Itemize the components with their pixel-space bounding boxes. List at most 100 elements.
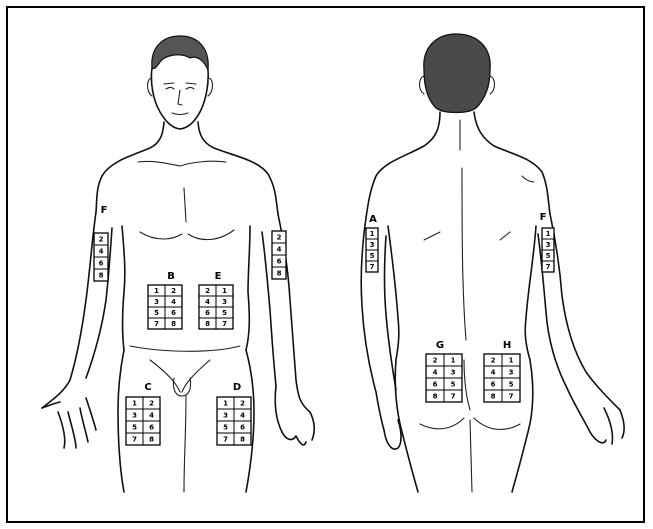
back-torso-left	[388, 226, 399, 360]
zone-cell-number: 7	[132, 436, 137, 444]
zone-letter: F	[101, 205, 108, 216]
front-waist	[130, 346, 240, 351]
zone-cell-number: 1	[154, 287, 159, 295]
zone-cell-number: 4	[205, 298, 210, 306]
zone-cell-number: 3	[154, 298, 159, 306]
zone-cell-number: 2	[433, 357, 438, 365]
zone-cell-number: 4	[491, 369, 496, 377]
zone-cell-number: 3	[223, 412, 228, 420]
zone-cell-number: 2	[171, 287, 176, 295]
zone-cell-number: 5	[546, 252, 551, 260]
zone-cell-number: 8	[99, 272, 104, 280]
zone-cell-number: 1	[223, 400, 228, 408]
zone-cell-number: 8	[277, 270, 282, 278]
zone-cell-number: 5	[132, 424, 137, 432]
zone-front-thigh-left: 1 2 3 4 5 6 7 8 C	[126, 382, 160, 445]
zone-cell-number: 7	[154, 320, 159, 328]
zone-cell-number: 4	[240, 412, 245, 420]
zone-cell-number: 1	[509, 357, 514, 365]
back-neck-left	[366, 112, 440, 218]
front-chest	[138, 161, 234, 239]
zone-cell-number: 1	[370, 230, 375, 238]
zone-cell-number: 4	[277, 246, 282, 254]
back-torso-right	[525, 226, 536, 360]
zone-cell-number: 5	[370, 252, 375, 260]
zone-cell-number: 8	[240, 436, 245, 444]
front-torso-right	[246, 226, 250, 350]
zone-cell-number: 1	[451, 357, 456, 365]
zone-back-buttock-right: 2 1 4 3 6 5 8 7 H	[484, 340, 520, 402]
zone-cell-number: 6	[491, 381, 496, 389]
zone-front-left-arm: 2 4 6 8 F	[101, 205, 286, 279]
zone-cell-number: 5	[509, 381, 514, 389]
zone-cell-number: 3	[509, 369, 514, 377]
back-hand-right	[566, 386, 624, 444]
back-ear-right	[490, 76, 495, 94]
zone-cell-number: 8	[205, 320, 210, 328]
zone-cell-number: 7	[546, 263, 551, 271]
zone-cell-number: 6	[99, 260, 104, 268]
zone-cell-number: 2	[240, 400, 245, 408]
zone-cell-number: 5	[154, 309, 159, 317]
zone-cell-number: 2	[149, 400, 154, 408]
back-head	[424, 34, 490, 113]
front-hair	[152, 36, 208, 70]
zone-letter: C	[144, 382, 151, 393]
back-ear-left	[420, 76, 425, 94]
zone-cell-number: 8	[433, 393, 438, 401]
zone-cell-number: 4	[149, 412, 154, 420]
zone-letter: F	[540, 212, 547, 223]
zone-cell-number: 6	[433, 381, 438, 389]
zone-cell-number: 1	[222, 287, 227, 295]
front-hand-right	[275, 386, 314, 445]
front-neck-shoulders	[96, 122, 164, 212]
zone-front-abdomen-left: 1 2 3 4 5 6 7 8 B	[148, 271, 182, 329]
front-head	[151, 68, 208, 129]
zone-cell-number: 7	[509, 393, 514, 401]
zone-cell-number: 2	[491, 357, 496, 365]
zone-back-buttock-left: 2 1 4 3 6 5 8 7 G	[426, 340, 462, 402]
zone-cell-number: 6	[149, 424, 154, 432]
front-neck-shoulders-r	[198, 122, 278, 214]
zone-cell-number: 1	[132, 400, 137, 408]
back-neck-right	[474, 112, 550, 214]
zone-cell-number: 8	[149, 436, 154, 444]
zone-cell-number: 4	[171, 298, 176, 306]
zone-cell-number: 3	[132, 412, 137, 420]
zone-cell-number: 8	[491, 393, 496, 401]
zone-cell-number: 5	[223, 424, 228, 432]
zone-cell-number: 3	[222, 298, 227, 306]
zone-cell-number: 1	[546, 230, 551, 238]
zone-cell-number: 6	[205, 309, 210, 317]
zone-cell-number: 3	[546, 241, 551, 249]
zone-letter: B	[167, 271, 175, 282]
zone-cell-number: 3	[451, 369, 456, 377]
back-figure	[361, 34, 624, 492]
zone-cell-number: 5	[222, 309, 227, 317]
zone-cell-number: 4	[433, 369, 438, 377]
zone-cell-number: 6	[240, 424, 245, 432]
back-scapula	[424, 176, 534, 240]
front-hand-left	[42, 398, 96, 448]
zone-cell-number: 5	[451, 381, 456, 389]
front-torso-left	[122, 226, 125, 350]
back-hand-left	[384, 420, 401, 449]
zone-cell-number: 2	[205, 287, 210, 295]
zone-cell-number: 6	[171, 309, 176, 317]
zone-cell-number: 8	[171, 320, 176, 328]
zone-letter: G	[436, 340, 444, 351]
zone-cell-number: 7	[222, 320, 227, 328]
zone-letter: H	[503, 340, 511, 351]
zone-letter: D	[233, 382, 241, 393]
zone-cell-number: 7	[370, 263, 375, 271]
back-spine	[460, 120, 466, 340]
zone-cell-number: 4	[99, 248, 104, 256]
zone-cell-number: 2	[277, 234, 282, 242]
zone-cell-number: 7	[451, 393, 456, 401]
front-face	[164, 83, 196, 115]
